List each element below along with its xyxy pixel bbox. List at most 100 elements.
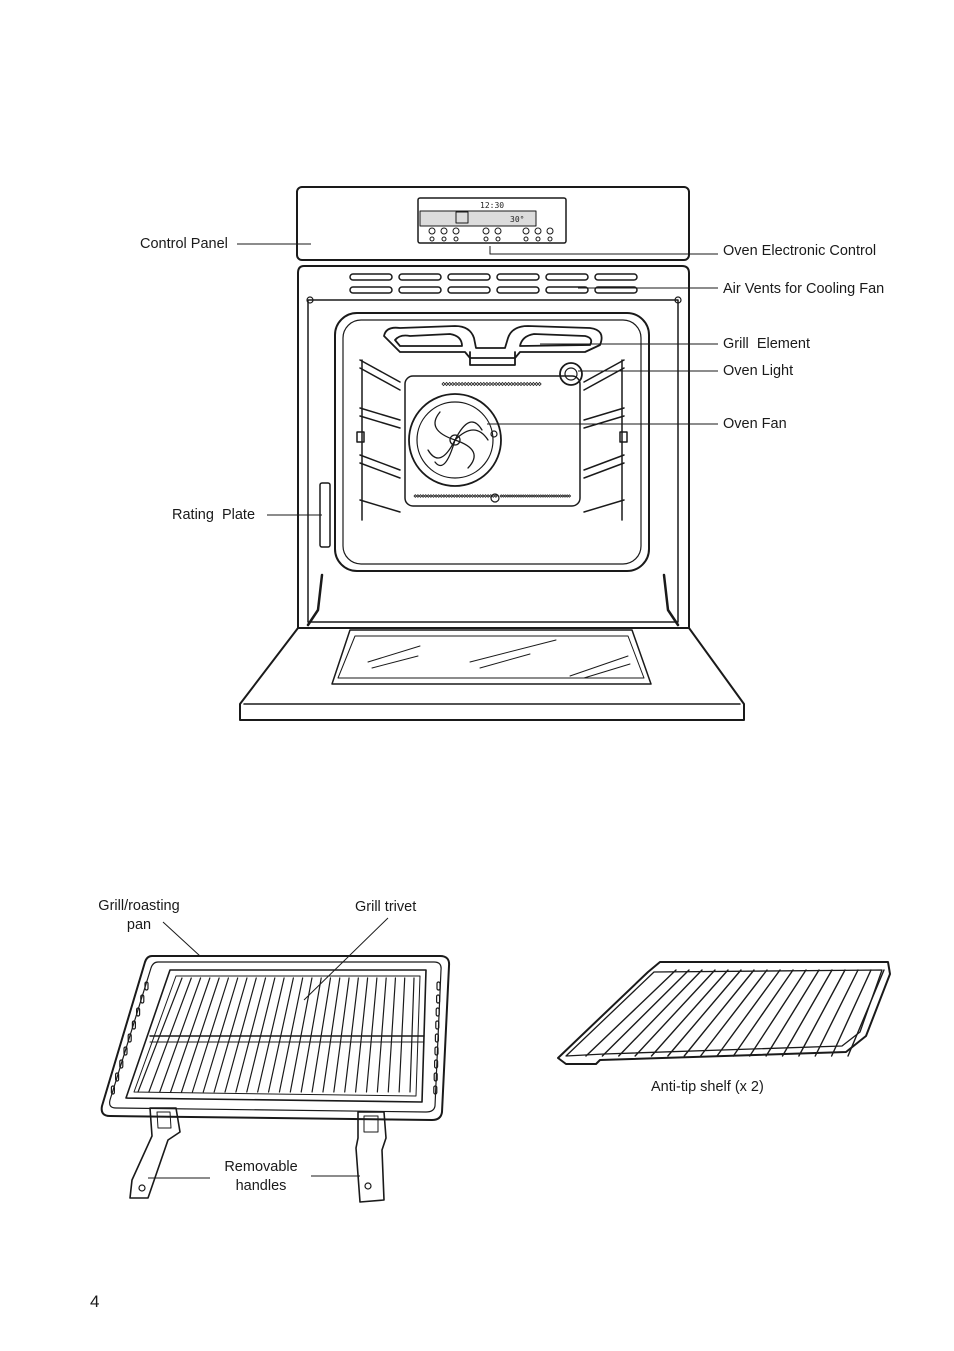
- trivet-bar: [333, 977, 350, 1093]
- trivet-bar: [322, 977, 341, 1093]
- label-oven-electronic-control: Oven Electronic Control: [723, 243, 877, 259]
- shelf-bar: [781, 969, 833, 1057]
- shelf-bar: [585, 969, 677, 1057]
- pan-slot: [144, 981, 149, 991]
- shelf-bar: [650, 969, 729, 1057]
- pan-slot: [433, 1072, 438, 1082]
- trivet-bar: [148, 977, 192, 1093]
- shelf-bar: [732, 969, 794, 1057]
- label-anti-tip-shelf: Anti-tip shelf (x 2): [651, 1079, 764, 1095]
- shelf-bar: [683, 969, 755, 1057]
- trivet-bar: [278, 977, 304, 1093]
- label-oven-fan: Oven Fan: [723, 416, 787, 432]
- trivet-bar: [409, 977, 415, 1093]
- shelf-bar: [716, 969, 781, 1057]
- label-handles-line2: handles: [235, 1178, 287, 1194]
- vent-dot: [567, 494, 572, 498]
- pan-slot: [434, 1033, 439, 1043]
- shelf-runners-left: [356, 359, 401, 521]
- vent-dot: [494, 494, 498, 498]
- door-window: [331, 629, 652, 685]
- trivet-bar: [180, 977, 220, 1093]
- pan-slot: [434, 1046, 439, 1056]
- trivet-bar: [191, 977, 229, 1093]
- pan-slot: [123, 1046, 128, 1056]
- control-panel-housing: [296, 186, 690, 261]
- pan-slot: [436, 981, 441, 991]
- trivet-bar: [300, 977, 322, 1093]
- trivet-bar: [376, 977, 387, 1093]
- back-panel: [404, 375, 581, 507]
- trivet-bar: [311, 977, 332, 1093]
- vent-dot: [537, 381, 542, 387]
- grill-element: [383, 325, 603, 366]
- trivet-bar: [289, 977, 313, 1093]
- oven-door: [239, 627, 745, 721]
- trivet-bar: [398, 977, 406, 1093]
- pan-slot: [127, 1033, 132, 1043]
- label-grill-trivet: Grill trivet: [355, 899, 417, 915]
- trivet-bar: [235, 977, 267, 1093]
- trivet-bar: [257, 977, 285, 1093]
- label-air-vents: Air Vents for Cooling Fan: [723, 281, 885, 297]
- label-grill-pan-line2: pan: [126, 917, 152, 933]
- removable-handle-right: [355, 1111, 387, 1203]
- shelf-bar: [847, 969, 885, 1057]
- display-temperature: 30°: [510, 215, 524, 224]
- display-time: 12:30: [480, 201, 504, 210]
- shelf-bar: [699, 969, 768, 1057]
- label-grill-element: Grill Element: [723, 336, 811, 352]
- trivet-bar: [355, 977, 369, 1093]
- pan-slot: [435, 1020, 440, 1030]
- shelf-bar: [667, 969, 742, 1057]
- pan-slot: [433, 1085, 438, 1095]
- pan-slot: [434, 1059, 439, 1069]
- back-panel-vent-dots: [413, 381, 572, 498]
- label-handles-line1: Removable: [224, 1159, 298, 1175]
- label-grill-pan-line1: Grill/roasting: [98, 898, 180, 914]
- anti-tip-shelf-illustration: [557, 961, 891, 1065]
- shelf-bar: [749, 969, 807, 1057]
- oven-cavity-outer: [334, 312, 650, 572]
- shelf-bar: [798, 969, 846, 1057]
- pan-slot: [114, 1072, 120, 1082]
- trivet-bar: [170, 977, 211, 1093]
- removable-handle-left: [129, 1107, 181, 1199]
- grill-trivet-frame: [125, 969, 427, 1103]
- trivet-bar: [365, 977, 378, 1093]
- page-number: 4: [90, 1292, 100, 1311]
- electronic-control-display: [417, 197, 567, 244]
- oven-fan: [408, 393, 502, 487]
- shelf-bar: [634, 969, 716, 1057]
- pan-slot: [435, 1007, 440, 1017]
- pan-slot: [436, 994, 441, 1004]
- oven-light: [559, 362, 583, 386]
- pan-slot: [119, 1059, 124, 1069]
- shelf-bar: [765, 969, 820, 1057]
- grill-pan-illustration: [100, 955, 451, 1203]
- trivet-bar: [344, 977, 359, 1093]
- trivet-bar: [387, 977, 397, 1093]
- shelf-bar: [618, 969, 703, 1057]
- trivet-bar: [246, 977, 276, 1093]
- shelf-runners-right: [583, 359, 628, 521]
- control-buttons: [428, 227, 554, 242]
- shelf-bar: [814, 969, 859, 1057]
- leader-lines: [148, 243, 718, 1179]
- pan-slot: [140, 994, 145, 1004]
- shelf-bar: [601, 969, 690, 1057]
- trivet-bar: [213, 977, 248, 1093]
- pan-slot: [131, 1020, 136, 1030]
- pan-slot: [136, 1007, 141, 1017]
- shelf-bar: [830, 969, 872, 1057]
- air-vents: [349, 273, 638, 294]
- label-rating-plate: Rating Plate: [172, 507, 256, 523]
- label-oven-light: Oven Light: [723, 363, 794, 379]
- pan-slot: [110, 1085, 116, 1095]
- trivet-bar: [202, 977, 239, 1093]
- trivet-bar: [267, 977, 294, 1093]
- trivet-bar: [159, 977, 202, 1093]
- label-control-panel: Control Panel: [140, 236, 228, 252]
- grill-trivet-bars: [137, 977, 415, 1093]
